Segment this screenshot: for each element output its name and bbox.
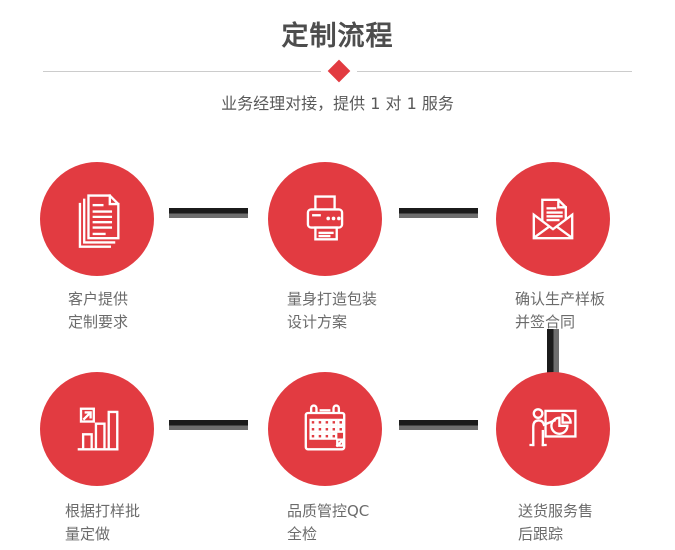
flow-connector-1 — [169, 208, 248, 218]
step-label: 送货服务售 后跟踪 — [518, 500, 666, 546]
step-label-line2: 设计方案 — [287, 313, 348, 331]
flow-connector-vertical — [547, 329, 559, 373]
step-label: 量身打造包装 设计方案 — [287, 288, 438, 334]
step-label-line2: 定制要求 — [68, 313, 129, 331]
flow-connector-3 — [169, 420, 248, 430]
diamond-icon — [327, 59, 351, 83]
step-label-line2: 量定做 — [65, 525, 111, 543]
process-step-3: 确认生产样板 并签合同 — [496, 162, 666, 334]
step-label-line1: 量身打造包装 — [287, 290, 378, 308]
step-label-line1: 送货服务售 — [518, 502, 594, 520]
step-label: 品质管控QC 全检 — [287, 500, 438, 546]
step-label-line1: 品质管控QC — [287, 502, 370, 520]
step-label: 根据打样批 量定做 — [65, 500, 210, 546]
process-step-4: 根据打样批 量定做 — [40, 372, 210, 546]
process-step-5: 品质管控QC 全检 — [268, 372, 438, 546]
step-circle — [268, 162, 382, 276]
step-label-line2: 全检 — [287, 525, 318, 543]
calendar-icon — [304, 404, 346, 451]
process-step-2: 量身打造包装 设计方案 — [268, 162, 438, 334]
envelope-icon — [532, 198, 574, 240]
step-label: 确认生产样板 并签合同 — [515, 288, 666, 334]
bar-chart-icon — [77, 407, 119, 451]
step-circle — [40, 162, 154, 276]
printer-icon — [306, 195, 344, 241]
step-label-line1: 确认生产样板 — [515, 290, 606, 308]
presentation-icon — [529, 408, 577, 447]
process-step-6: 送货服务售 后跟踪 — [496, 372, 666, 546]
step-circle — [40, 372, 154, 486]
process-step-1: 客户提供 定制要求 — [40, 162, 210, 334]
step-label-line2: 后跟踪 — [518, 525, 564, 543]
step-circle — [268, 372, 382, 486]
diamond-accent-wrap — [321, 57, 357, 85]
flow-connector-2 — [399, 208, 478, 218]
flow-connector-4 — [399, 420, 478, 430]
step-circle — [496, 162, 610, 276]
step-circle — [496, 372, 610, 486]
documents-icon — [78, 194, 120, 248]
step-label: 客户提供 定制要求 — [68, 288, 210, 334]
step-label-line2: 并签合同 — [515, 313, 576, 331]
section-subtitle: 业务经理对接，提供 1 对 1 服务 — [221, 94, 454, 113]
step-label-line1: 客户提供 — [68, 290, 129, 308]
section-title: 定制流程 — [281, 21, 394, 52]
step-label-line1: 根据打样批 — [65, 502, 141, 520]
